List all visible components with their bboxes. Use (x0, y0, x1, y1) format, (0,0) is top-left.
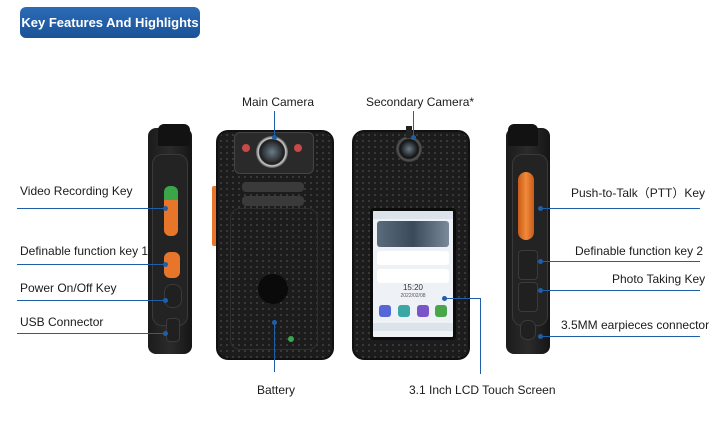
label-earpiece-connector: 3.5MM earpieces connector (561, 318, 710, 332)
ptt-key (518, 172, 534, 240)
earpiece-jack (520, 320, 536, 340)
section-title: Key Features And Highlights (21, 15, 199, 30)
label-ptt-key: Push-to-Talk（PTT）Key (571, 186, 706, 200)
video-recording-key (164, 186, 178, 236)
power-key (164, 284, 182, 308)
label-power-key: Power On/Off Key (20, 281, 117, 295)
label-lcd-touch-screen: 3.1 Inch LCD Touch Screen (409, 383, 556, 397)
label-secondary-camera: Secondary Camera* (366, 95, 475, 109)
usb-port (166, 318, 180, 342)
label-definable-key-2: Definable function key 2 (575, 244, 704, 258)
label-video-recording-key: Video Recording Key (20, 184, 133, 198)
definable-key-2 (518, 250, 538, 280)
label-photo-taking-key: Photo Taking Key (612, 272, 706, 286)
label-usb-connector: USB Connector (20, 315, 104, 329)
definable-key-1 (164, 252, 180, 278)
device-left-side-view (144, 124, 200, 356)
photo-key (518, 282, 538, 312)
main-camera-lens (256, 136, 288, 168)
screen-time: 15:20 (402, 283, 424, 292)
screen-date: 2022/02/08 (400, 293, 426, 299)
label-battery: Battery (257, 383, 296, 397)
label-main-camera: Main Camera (242, 95, 315, 109)
device-right-side-view (502, 124, 558, 356)
secondary-camera-lens (396, 136, 422, 162)
label-definable-key-1: Definable function key 1 (20, 244, 149, 258)
section-title-banner: Key Features And Highlights (20, 7, 200, 38)
lcd-screen: 15:20 2022/02/08 (370, 208, 456, 340)
device-front-view: 15:20 2022/02/08 (350, 126, 470, 360)
